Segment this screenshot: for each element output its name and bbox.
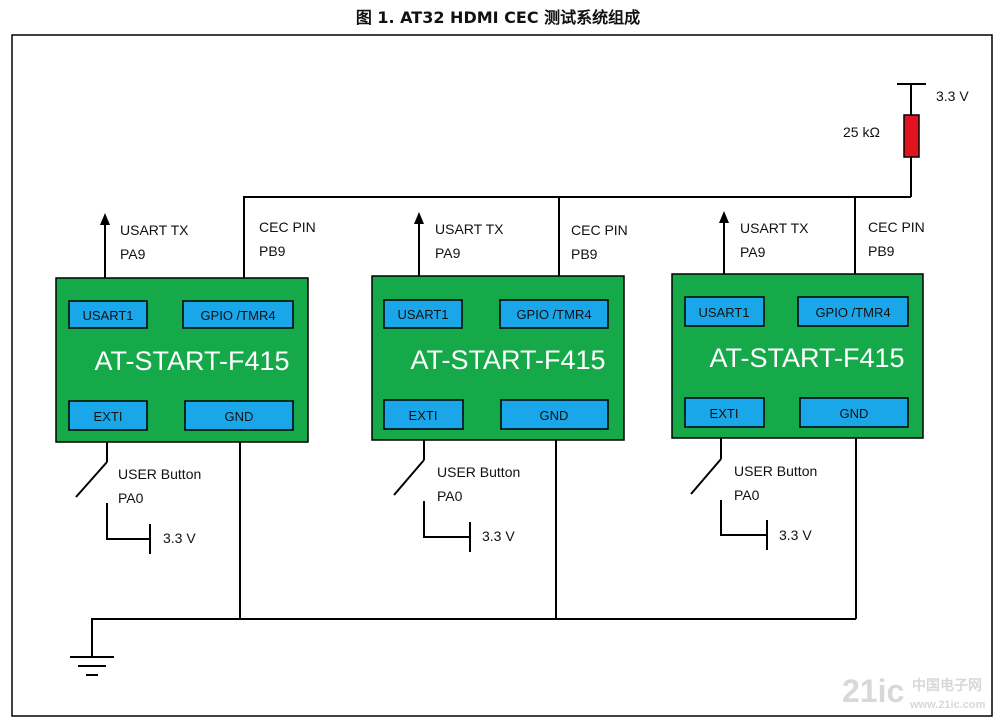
- pin-usart1-label: USART1: [82, 308, 133, 323]
- pin-gpio-tmr4-label: GPIO /TMR4: [516, 307, 591, 322]
- pin-usart1-label: USART1: [397, 307, 448, 322]
- pin-exti-label: EXTI: [409, 408, 438, 423]
- pin-gpio-tmr4: [499, 299, 609, 329]
- cec-pin-id: PB9: [868, 243, 895, 259]
- usart-tx-label: USART TX: [435, 221, 504, 237]
- pin-exti-label: EXTI: [710, 406, 739, 421]
- pin-exti: [684, 397, 765, 428]
- board-name: AT-START-F415: [410, 345, 605, 375]
- button-supply-wire: [423, 501, 470, 538]
- arrow-up-icon: [719, 211, 729, 223]
- pin-gpio-tmr4: [797, 296, 909, 327]
- pin-exti-label: EXTI: [94, 409, 123, 424]
- button-supply-label: 3.3 V: [779, 527, 812, 543]
- watermark: 21ic 中国电子网 www.21ic.com: [842, 673, 986, 711]
- pin-exti: [68, 400, 148, 431]
- board-name: AT-START-F415: [94, 346, 289, 376]
- pullup-resistor: [903, 114, 920, 158]
- user-button-label: USER Button: [734, 463, 817, 479]
- pin-gnd: [500, 399, 609, 430]
- button-supply-label: 3.3 V: [482, 528, 515, 544]
- button-supply-wire: [720, 500, 767, 536]
- usart-tx-label: USART TX: [740, 220, 809, 236]
- watermark-logo: 21ic: [842, 673, 904, 709]
- user-button-pin: PA0: [734, 487, 760, 503]
- cec-bus: [243, 196, 911, 281]
- pin-gpio-tmr4-label: GPIO /TMR4: [200, 308, 275, 323]
- arrow-up-icon: [414, 212, 424, 224]
- diagram-frame: [11, 34, 993, 717]
- pin-gnd-label: GND: [840, 406, 869, 421]
- watermark-cn: 中国电子网: [912, 677, 982, 694]
- board-2: USART TX PA9 CEC PIN PB9 USART1 GPIO /TM…: [371, 212, 628, 552]
- user-button-switch: [393, 459, 425, 496]
- pin-usart1: [68, 300, 148, 329]
- pin-usart1: [684, 296, 765, 327]
- pin-gnd-label: GND: [540, 408, 569, 423]
- pin-gpio-tmr4-label: GPIO /TMR4: [815, 305, 890, 320]
- user-button-switch: [690, 458, 722, 495]
- watermark-url: www.21ic.com: [909, 699, 986, 711]
- usart-pin-label: PA9: [120, 246, 146, 262]
- user-button-label: USER Button: [437, 464, 520, 480]
- button-supply-label: 3.3 V: [163, 530, 196, 546]
- cec-pin-label: CEC PIN: [259, 219, 316, 235]
- board-3: USART TX PA9 CEC PIN PB9 USART1 GPIO /TM…: [671, 211, 925, 550]
- usart-pin-label: PA9: [435, 245, 461, 261]
- cec-pin-id: PB9: [571, 246, 598, 262]
- user-button-pin: PA0: [437, 488, 463, 504]
- pin-usart1: [383, 299, 463, 329]
- pin-gpio-tmr4: [182, 300, 294, 329]
- pin-gnd: [799, 397, 909, 428]
- usart-pin-label: PA9: [740, 244, 766, 260]
- pin-gnd: [184, 400, 294, 431]
- figure-title: 图 1. AT32 HDMI CEC 测试系统组成: [355, 8, 641, 27]
- resistor-label: 25 kΩ: [843, 124, 880, 140]
- board-name: AT-START-F415: [709, 343, 904, 373]
- arrow-up-icon: [100, 213, 110, 225]
- pin-gnd-label: GND: [225, 409, 254, 424]
- cec-pin-id: PB9: [259, 243, 286, 259]
- pin-usart1-label: USART1: [698, 305, 749, 320]
- button-supply-wire: [106, 503, 150, 540]
- user-button-label: USER Button: [118, 466, 201, 482]
- cec-pin-label: CEC PIN: [868, 219, 925, 235]
- user-button-switch: [75, 461, 108, 498]
- vcc-label: 3.3 V: [936, 88, 969, 104]
- pin-exti: [383, 399, 464, 430]
- gnd-bus: [91, 618, 856, 657]
- user-button-pin: PA0: [118, 490, 144, 506]
- board-1: USART TX PA9 CEC PIN PB9 USART1 GPIO /TM…: [55, 213, 316, 554]
- usart-tx-label: USART TX: [120, 222, 189, 238]
- cec-pin-label: CEC PIN: [571, 222, 628, 238]
